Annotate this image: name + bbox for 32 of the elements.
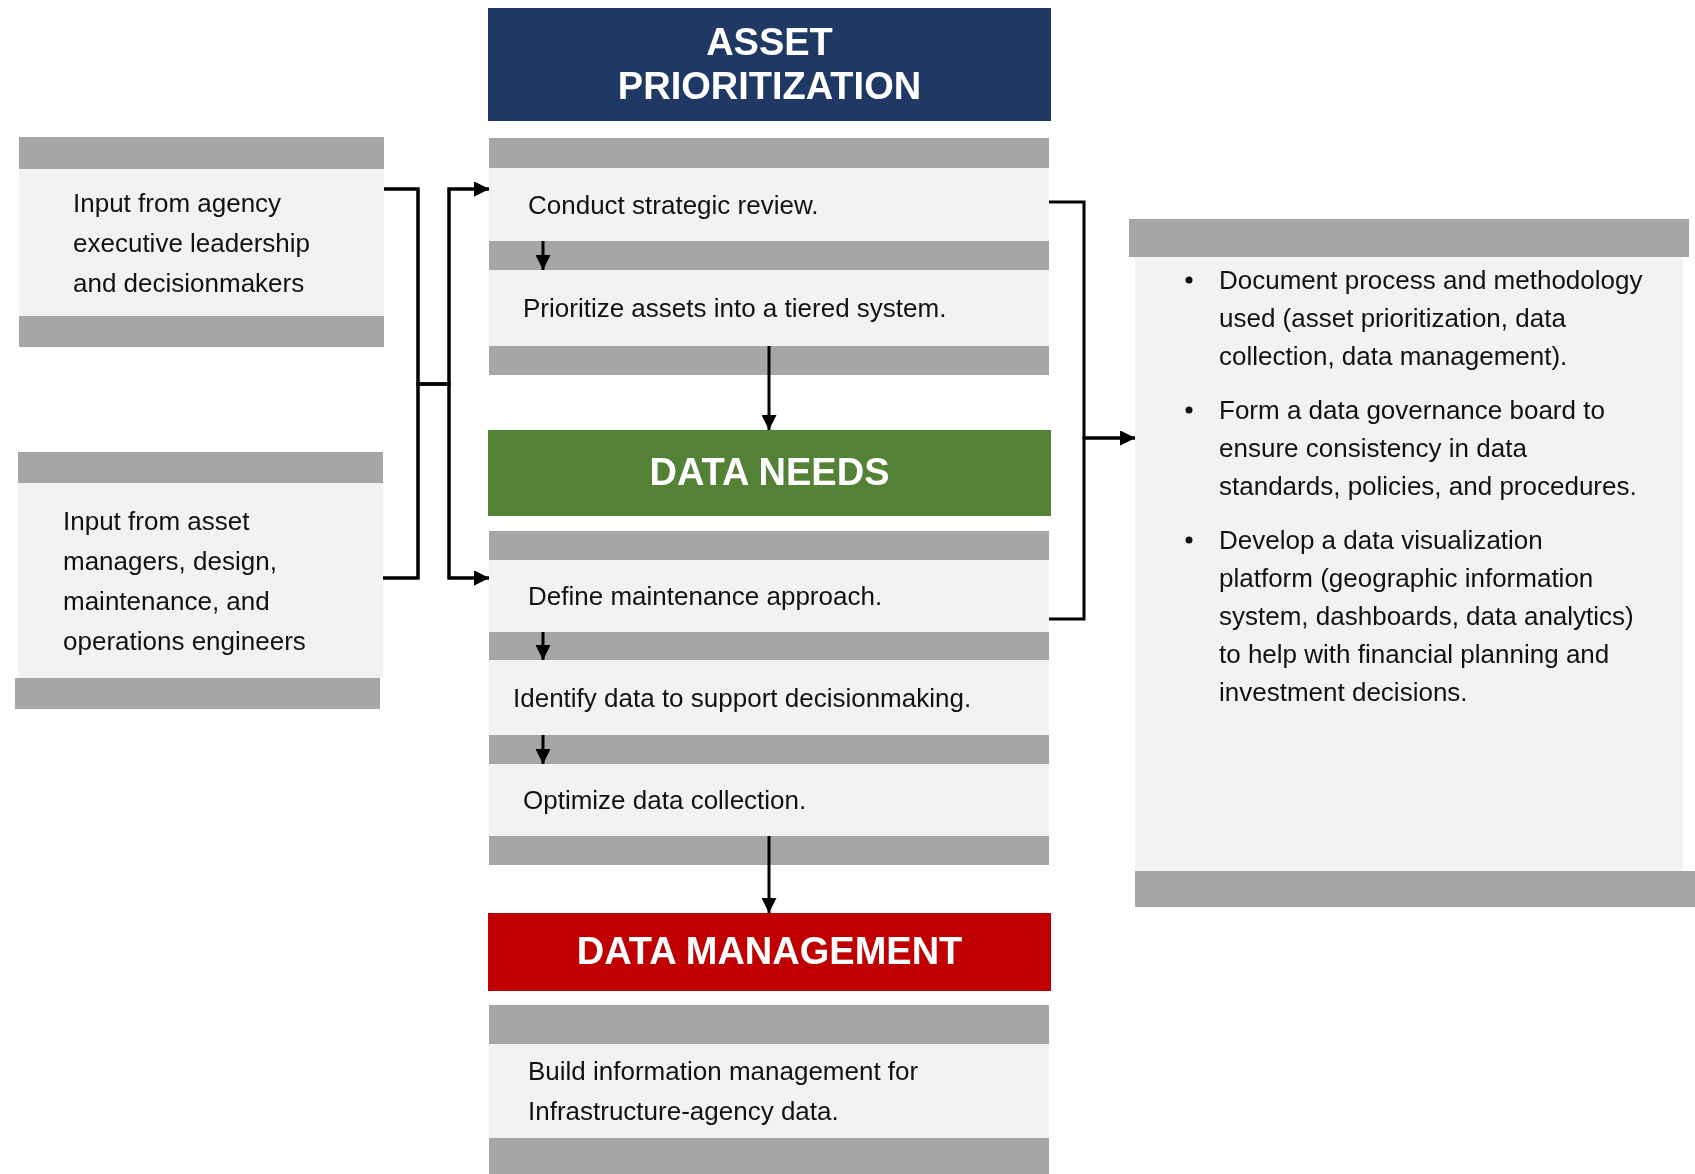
arrow <box>1049 430 1135 621</box>
step-panel <box>489 764 1049 836</box>
step-panel <box>489 168 1049 241</box>
step-text: Build information management for Infrastructure-agency data. <box>528 1055 920 1128</box>
header-text: DATA MANAGEMENT <box>576 930 963 974</box>
arrow <box>535 735 551 764</box>
arrow <box>535 632 551 660</box>
header-text: ASSET PRIORITIZATION <box>616 20 923 109</box>
step-panel <box>18 483 383 678</box>
step-panel <box>489 1044 1049 1138</box>
step-panel <box>19 169 384 316</box>
step-text: Conduct strategic review. <box>528 188 819 222</box>
step-panel <box>489 560 1049 632</box>
bullet-text: Develop a data visualization platform (geographic information system, dashboards, data analytics) to help with financial planning and investment decisions. <box>1219 525 1634 707</box>
step-text: Input from asset managers, design, maintenance, and operations engineers <box>63 504 307 658</box>
section-header <box>488 430 1051 516</box>
arrow <box>761 836 777 913</box>
section-header <box>488 8 1051 121</box>
arrow <box>761 346 777 430</box>
step-text: Define maintenance approach. <box>528 580 883 613</box>
arrow <box>383 382 489 586</box>
header-text: DATA NEEDS <box>649 451 890 495</box>
step-text: Optimize data collection. <box>523 784 807 817</box>
bullet-text: Form a data governance board to ensure consistency in data standards, policies, and procedures. <box>1219 395 1637 501</box>
bullet-text: Document process and methodology used (asset prioritization, data collection, data management). <box>1219 265 1643 371</box>
step-text: Identify data to support decisionmaking. <box>513 681 972 715</box>
step-panel <box>489 270 1049 346</box>
arrow <box>535 241 551 270</box>
step-panel <box>489 660 1049 735</box>
step-text: Prioritize assets into a tiered system. <box>523 292 947 325</box>
section-header <box>488 913 1051 991</box>
step-text: Input from agency executive leadership and decisionmakers <box>73 186 312 300</box>
